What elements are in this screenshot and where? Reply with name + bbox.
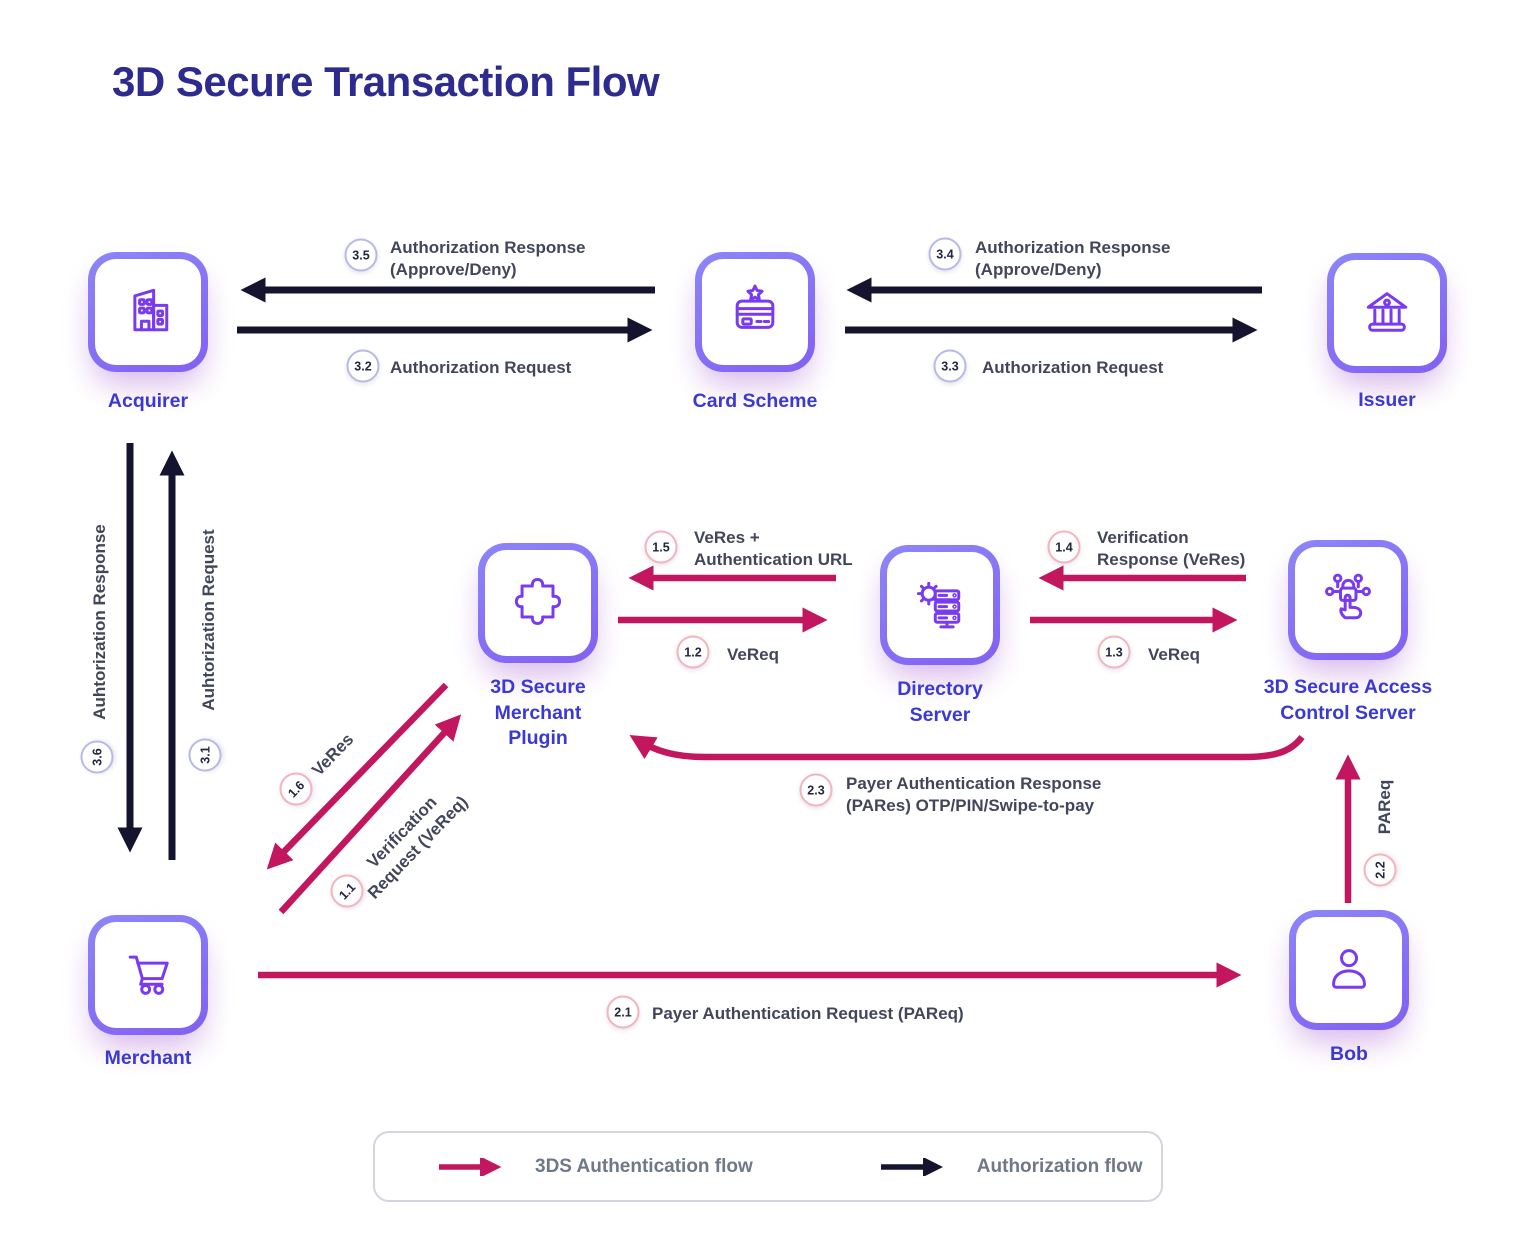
node-merchant-plugin — [478, 543, 598, 663]
edge-label-1-3: VeReq — [1148, 645, 1200, 664]
node-label-access-control-server: 3D Secure Access Control Server — [1263, 676, 1433, 724]
edge-label-3-3: Authorization Request — [982, 358, 1164, 377]
edge-label-1-2: VeReq — [727, 645, 779, 664]
node-merchant — [88, 915, 208, 1035]
node-access-control-server — [1288, 540, 1408, 660]
legend-label-authentication: 3DS Authentication flow — [535, 1155, 753, 1177]
node-label-merchant-plugin: 3D Secure Merchant Plugin — [490, 676, 586, 750]
node-directory-server — [880, 545, 1000, 665]
legend: 3DS Authentication flow Authorization fl… — [373, 1131, 1163, 1202]
step-badge-3-2: 3.2 — [346, 349, 380, 383]
step-badge-2-1: 2.1 — [606, 995, 640, 1029]
credit-card-star-icon — [725, 280, 785, 345]
step-badge-1-3: 1.3 — [1097, 635, 1131, 669]
edge-label-3-1: Auhtorization Request — [199, 529, 219, 711]
step-badge-1-2: 1.2 — [676, 635, 710, 669]
edge-label-1-5: VeRes + Authentication URL — [694, 528, 853, 569]
legend-label-authorization: Authorization flow — [976, 1155, 1143, 1177]
edge-label-2-3: Payer Authentication Response (PARes) OT… — [846, 774, 1102, 815]
pink-arrow-icon — [439, 1157, 502, 1176]
step-badge-3-3: 3.3 — [933, 349, 967, 383]
legend-item-authorization: Authorization flow — [879, 1156, 1143, 1178]
shopping-cart-icon — [118, 943, 178, 1008]
step-badge-3-1: 3.1 — [188, 738, 222, 772]
legend-item-authentication: 3DS Authentication flow — [437, 1156, 753, 1178]
node-acquirer — [88, 252, 208, 372]
arrow-1-6 — [266, 682, 449, 870]
node-label-bob: Bob — [1330, 1043, 1368, 1065]
edge-label-3-2: Authorization Request — [390, 358, 572, 377]
edge-label-3-6: Auhtorization Response — [90, 524, 110, 720]
node-label-merchant: Merchant — [104, 1047, 192, 1069]
person-icon — [1319, 938, 1379, 1003]
step-badge-3-4: 3.4 — [928, 237, 962, 271]
edge-label-2-2: PAReq — [1375, 779, 1395, 835]
black-arrow-icon — [880, 1157, 943, 1176]
step-badge-3-6: 3.6 — [80, 740, 114, 774]
lock-network-hand-icon — [1318, 568, 1378, 633]
node-label-acquirer: Acquirer — [107, 390, 189, 412]
gear-server-icon — [910, 573, 970, 638]
office-building-icon — [118, 280, 178, 345]
edge-label-3-4: Authorization Response (Approve/Deny) — [975, 238, 1171, 279]
step-badge-1-5: 1.5 — [644, 530, 678, 564]
step-badge-3-5: 3.5 — [344, 238, 378, 272]
puzzle-icon — [508, 571, 568, 636]
node-issuer — [1327, 253, 1447, 373]
node-bob — [1289, 910, 1409, 1030]
step-badge-2-2: 2.2 — [1363, 853, 1397, 887]
arrow-1-1 — [278, 714, 462, 915]
node-label-issuer: Issuer — [1358, 389, 1416, 411]
edge-label-3-5: Authorization Response (Approve/Deny) — [390, 238, 586, 279]
edge-label-1-4: Verification Response (VeRes) — [1097, 528, 1246, 569]
node-label-card-scheme: Card Scheme — [692, 390, 818, 412]
arrow-2-3 — [629, 734, 1305, 761]
node-label-directory-server: Directory Server — [897, 678, 983, 726]
bank-icon — [1357, 281, 1417, 346]
node-card-scheme — [695, 252, 815, 372]
step-badge-2-3: 2.3 — [799, 773, 833, 807]
edge-label-2-1: Payer Authentication Request (PAReq) — [652, 1004, 964, 1023]
step-badge-1-4: 1.4 — [1047, 530, 1081, 564]
page-title: 3D Secure Transaction Flow — [112, 58, 660, 105]
